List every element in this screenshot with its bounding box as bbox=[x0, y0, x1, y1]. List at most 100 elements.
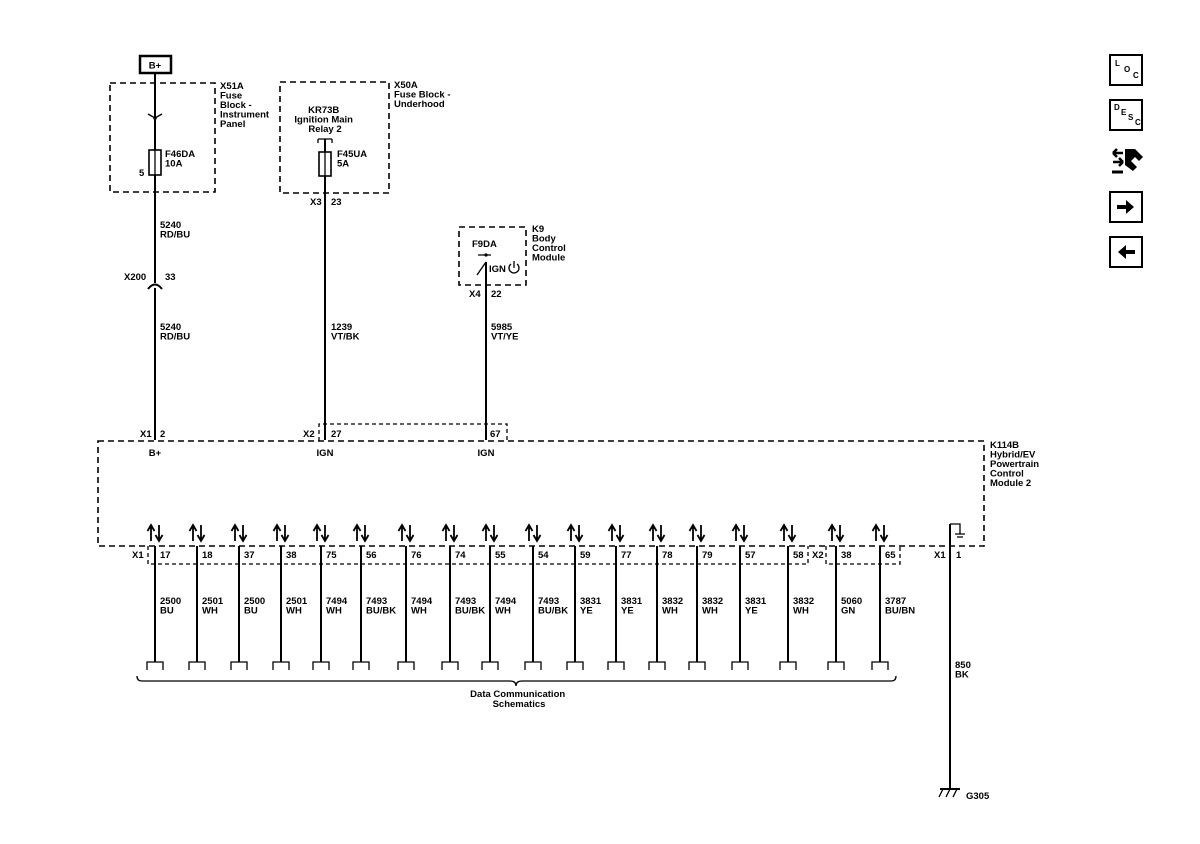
ground-g305-label: G305 bbox=[966, 791, 990, 802]
x50a-pin: 23 bbox=[331, 197, 342, 208]
description-letter-d: D bbox=[1114, 103, 1120, 112]
bottom-pin-number: 57 bbox=[745, 550, 756, 561]
bidirectional-arrow-icon bbox=[607, 523, 625, 543]
fuse-f45ua-label: F45UA 5A bbox=[337, 149, 369, 170]
k9-fuse-label: F9DA bbox=[472, 239, 497, 250]
bottom-pin-number: 56 bbox=[366, 550, 377, 561]
x51a-fuse-block bbox=[109, 82, 216, 193]
bottom-x2-label: X2 bbox=[812, 550, 824, 561]
power-icon bbox=[508, 261, 520, 274]
wire-5985-label: 5985 VT/YE bbox=[491, 322, 518, 343]
input-b-plus-conn: X1 bbox=[140, 429, 152, 440]
description-letter-c: C bbox=[1135, 118, 1141, 127]
x2-top-connector-outline bbox=[318, 423, 508, 441]
service-info-button[interactable] bbox=[1109, 143, 1143, 175]
bidirectional-arrow-icon bbox=[146, 523, 164, 543]
bottom-pin-number: 79 bbox=[702, 550, 713, 561]
input-ign-67-pin: 67 bbox=[490, 429, 501, 440]
k9-title: K9 Body Control Module bbox=[532, 224, 568, 264]
bottom-pin-number: 77 bbox=[621, 550, 632, 561]
description-letter-e: E bbox=[1121, 108, 1127, 117]
fuse-f46da-label: F46DA 10A bbox=[165, 149, 197, 170]
next-page-button[interactable] bbox=[1109, 191, 1143, 223]
terminal-bracket-icon bbox=[524, 661, 542, 670]
terminal-bracket-icon bbox=[648, 661, 666, 670]
bidirectional-arrow-icon bbox=[779, 523, 797, 543]
bottom-pin-number: 78 bbox=[662, 550, 673, 561]
input-ign-x2-pin: 27 bbox=[331, 429, 342, 440]
relay-kr73b-label: KR73B Ignition Main Relay 2 bbox=[294, 105, 355, 135]
x1-bottom-connector-outline bbox=[147, 546, 809, 565]
previous-page-button[interactable] bbox=[1109, 236, 1143, 268]
description-letter-s: S bbox=[1128, 113, 1134, 122]
arrow-left-icon bbox=[1118, 245, 1135, 259]
inline-connector-x200-pin: 33 bbox=[165, 272, 176, 283]
input-b-plus-pin: 2 bbox=[160, 429, 165, 440]
power-source-label: B+ bbox=[149, 61, 162, 72]
wire-5240-label-a: 5240 RD/BU bbox=[160, 220, 190, 241]
input-ign-67-label: IGN bbox=[478, 448, 495, 459]
terminal-bracket-icon bbox=[146, 661, 164, 670]
ground-symbol-internal-icon bbox=[950, 523, 965, 538]
bottom-pin-number: 38 bbox=[286, 550, 297, 561]
bottom-pin-number: 76 bbox=[411, 550, 422, 561]
terminal-bracket-icon bbox=[827, 661, 845, 670]
bidirectional-arrow-icon bbox=[731, 523, 749, 543]
bidirectional-arrow-icon bbox=[566, 523, 584, 543]
bidirectional-arrow-icon bbox=[352, 523, 370, 543]
location-letter-c: C bbox=[1133, 71, 1139, 80]
x2-bottom-connector-outline bbox=[825, 546, 901, 565]
inline-connector-x200-icon bbox=[147, 283, 163, 290]
bottom-pin-number: 18 bbox=[202, 550, 213, 561]
bidirectional-arrow-icon bbox=[272, 523, 290, 543]
terminal-bracket-icon bbox=[871, 661, 889, 670]
terminal-bracket-icon bbox=[607, 661, 625, 670]
wire-1239-label: 1239 VT/BK bbox=[331, 322, 360, 343]
bidirectional-arrow-icon bbox=[481, 523, 499, 543]
bottom-pin-number: 55 bbox=[495, 550, 506, 561]
location-letter-l: L bbox=[1115, 59, 1120, 68]
data-communication-label: Data Communication Schematics bbox=[470, 689, 568, 710]
x50a-conn: X3 bbox=[310, 197, 322, 208]
ground-pin: 1 bbox=[956, 550, 962, 561]
terminal-bracket-icon bbox=[272, 661, 290, 670]
wire-5240-label-b: 5240 RD/BU bbox=[160, 322, 190, 343]
wire-850-label: 850 BK bbox=[955, 660, 974, 681]
bottom-pin-number: 58 bbox=[793, 550, 804, 561]
description-button[interactable]: D E S C bbox=[1109, 99, 1143, 131]
connector-wrench-icon bbox=[1112, 148, 1143, 174]
input-b-plus-label: B+ bbox=[149, 448, 162, 459]
location-button[interactable]: L O C bbox=[1109, 54, 1143, 86]
k9-body-control-module bbox=[458, 226, 527, 286]
terminal-bracket-icon bbox=[312, 661, 330, 670]
chassis-ground-icon bbox=[938, 778, 960, 798]
k114b-module bbox=[97, 440, 985, 547]
terminal-bracket-icon bbox=[230, 661, 248, 670]
bidirectional-arrow-icon bbox=[648, 523, 666, 543]
k9-conn: X4 bbox=[469, 289, 481, 300]
